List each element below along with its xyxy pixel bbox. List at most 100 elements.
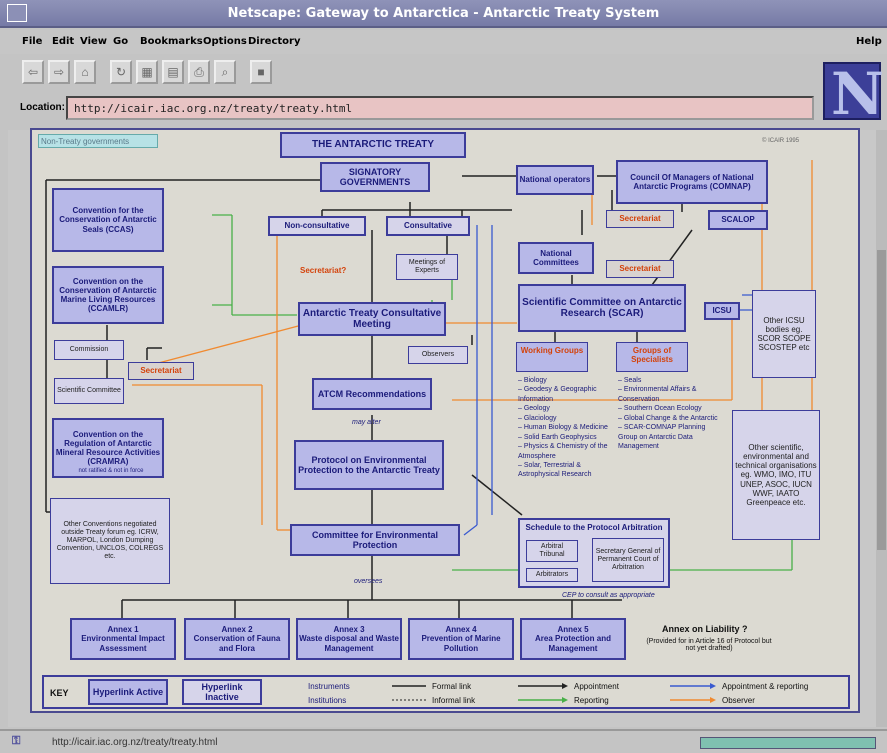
reload-icon[interactable]: ↻ [110, 60, 132, 84]
working-group-item[interactable]: – Geology [518, 405, 550, 413]
forward-icon[interactable]: ⇨ [48, 60, 70, 84]
groups-of-specialists-box[interactable]: Groups of Specialists [616, 342, 688, 372]
scar-secretariat-box[interactable]: Secretariat [606, 260, 674, 278]
other-scientific-orgs-box[interactable]: Other scientific, environmental and tech… [732, 410, 820, 540]
cramra-box[interactable]: Convention on the Regulation of Antarcti… [52, 418, 164, 478]
specialist-group-item[interactable]: – Seals [618, 377, 642, 384]
comnap-secretariat-box[interactable]: Secretariat [606, 210, 674, 228]
non-treaty-tag[interactable]: Non-Treaty governments [38, 134, 158, 148]
other-conventions-box[interactable]: Other Conventions negotiated outside Tre… [50, 498, 170, 584]
meetings-of-experts-box[interactable]: Meetings of Experts [396, 254, 458, 280]
specialist-group-item[interactable]: – Global Change & the Antarctic [618, 414, 718, 422]
treaty-diagram: Non-Treaty governments © ICAIR 1995 THE … [30, 128, 860, 713]
working-group-item[interactable]: – Human Biology & Medicine [518, 424, 608, 432]
annex-title: Annex 2 [221, 625, 253, 635]
scrollbar-thumb[interactable] [877, 250, 886, 550]
national-operators-box[interactable]: National operators [516, 165, 594, 195]
antarctic-treaty-box[interactable]: THE ANTARCTIC TREATY [280, 132, 466, 158]
informal-link-key: Informal link [432, 696, 476, 705]
find-icon[interactable]: ⌕ [214, 60, 236, 84]
may-alter-label: may alter [352, 419, 381, 426]
home-icon[interactable]: ⌂ [74, 60, 96, 84]
scalop-box[interactable]: SCALOP [708, 210, 768, 230]
scar-box[interactable]: Scientific Committee on Antarctic Resear… [518, 284, 686, 332]
stop-icon[interactable]: ■ [250, 60, 272, 84]
key-legend [42, 675, 850, 709]
working-groups-box[interactable]: Working Groups [516, 342, 588, 372]
ccamlr-secretariat-box[interactable]: Secretariat [128, 362, 194, 380]
consultative-box[interactable]: Consultative [386, 216, 470, 236]
comnap-box[interactable]: Council Of Managers of National Antarcti… [616, 160, 768, 204]
menu-directory[interactable]: Directory [248, 36, 301, 47]
working-group-item[interactable]: – Solar, Terrestrial & Astrophysical Res… [518, 461, 592, 479]
cep-box[interactable]: Committee for Environmental Protection [290, 524, 460, 556]
ccamlr-box[interactable]: Convention on the Conservation of Antarc… [52, 266, 164, 324]
security-key-icon[interactable]: ⚿ [12, 735, 21, 747]
commission-box[interactable]: Commission [54, 340, 124, 360]
oversees-label: oversees [354, 578, 383, 585]
annex-description: Conservation of Fauna and Flora [193, 634, 281, 653]
url-input[interactable]: http://icair.iac.org.nz/treaty/treaty.ht… [66, 96, 814, 120]
key-label: KEY [50, 688, 69, 698]
working-group-item[interactable]: – Solid Earth Geophysics [518, 433, 597, 441]
working-group-item[interactable]: – Geodesy & Geographic Information [518, 386, 597, 403]
menu-file[interactable]: File [22, 36, 43, 47]
working-group-item[interactable]: – Biology [518, 377, 547, 384]
icsu-box[interactable]: ICSU [704, 302, 740, 320]
specialists-list: – Seals – Environmental Affairs & Conserv… [618, 376, 718, 452]
netscape-logo-icon[interactable]: N [823, 60, 884, 128]
menu-bookmarks[interactable]: Bookmarks [140, 36, 203, 47]
menu-options[interactable]: Options [203, 36, 247, 47]
institutions-key: Institutions [308, 696, 347, 705]
title-bar: Netscape: Gateway to Antarctica - Antarc… [0, 0, 887, 28]
secretary-general-box[interactable]: Secretary General of Permanent Court of … [592, 538, 664, 582]
menu-help[interactable]: Help [856, 36, 882, 47]
toolbar: ⇦ ⇨ ⌂ ↻ ▦ ▤ ⎙ ⌕ ■ [0, 56, 820, 90]
annex-title: Annex 5 [557, 625, 589, 635]
specialist-group-item[interactable]: – Environmental Affairs & Conservation [618, 386, 697, 403]
working-group-item[interactable]: – Physics & Chemistry of the Atmosphere [518, 443, 608, 460]
non-consultative-box[interactable]: Non-consultative [268, 216, 366, 236]
cep-consult-note: CEP to consult as appropriate [562, 592, 655, 599]
arbitrators-box[interactable]: Arbitrators [526, 568, 578, 582]
scientific-committee-box[interactable]: Scientific Committee [54, 378, 124, 404]
atcm-recommendations-box[interactable]: ATCM Recommendations [312, 378, 432, 410]
observer-key: Observer [722, 696, 755, 705]
key-line-samples [392, 683, 716, 703]
annex-title: Annex 4 [445, 625, 477, 635]
protocol-box[interactable]: Protocol on Environmental Protection to … [294, 440, 444, 490]
arbitral-tribunal-box[interactable]: Arbitral Tribunal [526, 540, 578, 562]
reporting-key: Reporting [574, 696, 609, 705]
location-bar: Location: http://icair.iac.org.nz/treaty… [0, 92, 820, 124]
ccas-box[interactable]: Convention for the Conservation of Antar… [52, 188, 164, 252]
specialist-group-item[interactable]: – Southern Ocean Ecology [618, 405, 702, 413]
observers-box[interactable]: Observers [408, 346, 468, 364]
menu-edit[interactable]: Edit [52, 36, 75, 47]
appointment-key: Appointment [574, 682, 619, 691]
specialist-group-item[interactable]: – SCAR-COMNAP Planning Group on Antarcti… [618, 424, 706, 451]
annex-description: Waste disposal and Waste Management [299, 634, 399, 653]
other-icsu-bodies-box[interactable]: Other ICSU bodies eg. SCOR SCOPE SCOSTEP… [752, 290, 816, 378]
menu-view[interactable]: View [80, 36, 108, 47]
working-group-item[interactable]: – Glaciology [518, 414, 557, 422]
window-menu-button[interactable] [7, 4, 27, 22]
menu-go[interactable]: Go [113, 36, 129, 47]
cramra-note: not ratified & not in force [78, 468, 144, 474]
images-icon[interactable]: ▦ [136, 60, 158, 84]
vertical-scrollbar[interactable] [876, 130, 887, 727]
signatory-governments-box[interactable]: SIGNATORY GOVERNMENTS [320, 162, 430, 192]
national-committees-box[interactable]: National Committees [518, 242, 594, 274]
print-icon[interactable]: ⎙ [188, 60, 210, 84]
open-icon[interactable]: ▤ [162, 60, 184, 84]
back-icon[interactable]: ⇦ [22, 60, 44, 84]
atcm-box[interactable]: Antarctic Treaty Consultative Meeting [298, 302, 446, 336]
annex-title: Annex 3 [333, 625, 365, 635]
progress-bar [700, 737, 876, 749]
schedule-label: Schedule to the Protocol Arbitration [525, 523, 663, 532]
